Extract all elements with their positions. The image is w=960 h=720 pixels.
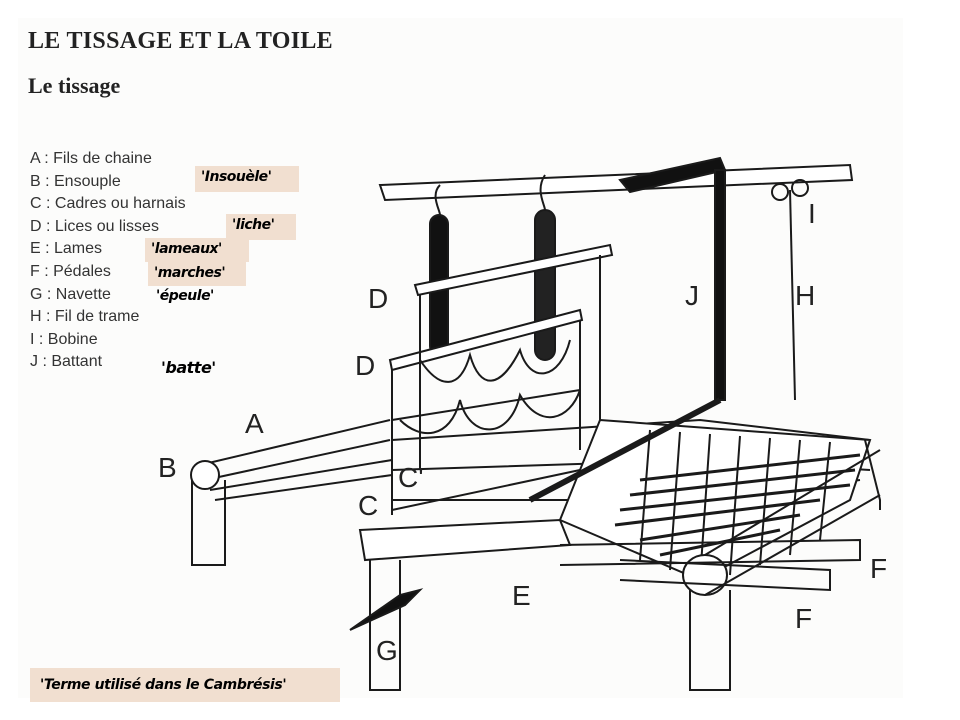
legend-item-d: D : Lices ou lisses	[30, 217, 159, 235]
legend-item-i: I : Bobine	[30, 330, 98, 348]
legend-item-h: H : Fil de trame	[30, 308, 140, 326]
legend: A : Fils de chaine B : Ensouple C : Cadr…	[30, 148, 186, 374]
legend-item-e: E : Lames	[30, 240, 103, 258]
legend-item-c: C : Cadres ou harnais	[30, 195, 186, 213]
local-term-j: 'batte'	[161, 358, 216, 377]
page-subtitle: Le tissage	[28, 73, 121, 98]
label-e: E	[512, 580, 531, 611]
legend-item-b: B : Ensouple	[30, 172, 121, 190]
label-g: G	[376, 635, 398, 666]
local-term-e: 'lameaux'	[145, 238, 249, 262]
label-d-upper: D	[368, 283, 389, 314]
label-h: H	[795, 280, 816, 311]
local-term-g: 'épeule'	[156, 288, 214, 304]
page-background	[18, 18, 903, 698]
label-j: J	[685, 280, 699, 311]
local-term-b: 'Insouèle'	[195, 166, 299, 192]
local-term-d: 'liche'	[226, 214, 296, 240]
legend-item-j: J : Battant	[30, 353, 103, 371]
label-c: C	[358, 490, 379, 521]
label-b: B	[158, 452, 177, 483]
legend-item-a: A : Fils de chaine	[30, 150, 152, 167]
label-i: I	[808, 198, 816, 229]
page-title: LE TISSAGE ET LA TOILE	[28, 28, 333, 54]
label-c-prime: C'	[398, 462, 424, 493]
legend-item-g: G : Navette	[30, 285, 111, 303]
legend-item-f: F : Pédales	[30, 262, 111, 280]
label-d-lower: D	[355, 350, 376, 381]
label-a: A	[245, 408, 264, 439]
label-f-right: F	[870, 553, 888, 584]
local-term-f: 'marches'	[148, 262, 246, 286]
cambresis-note: 'Terme utilisé dans le Cambrésis'	[30, 668, 340, 702]
label-f-lower: F	[795, 603, 813, 634]
